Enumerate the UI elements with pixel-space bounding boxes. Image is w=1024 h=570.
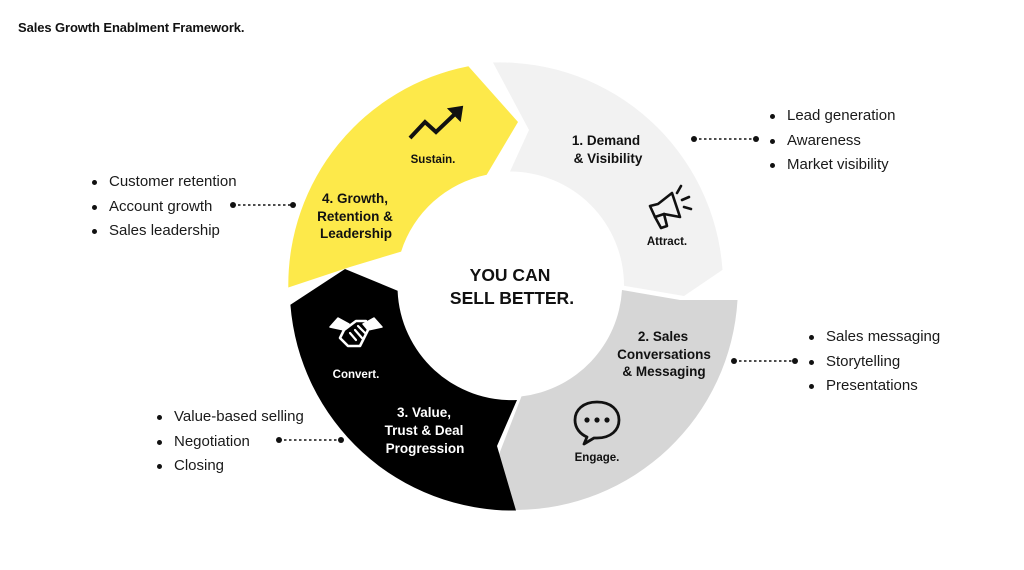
- bullet-list-conversations: Sales messaging Storytelling Presentatio…: [809, 325, 940, 399]
- segment-conversations: [491, 290, 738, 510]
- segment-conversations-label: 2. Sales: [638, 329, 688, 344]
- list-item: Awareness: [770, 129, 895, 154]
- center-text-line1: YOU CAN: [470, 265, 551, 285]
- page-title: Sales Growth Enablment Framework.: [18, 20, 245, 35]
- connector-growth: [230, 202, 296, 208]
- segment-demand-sub-label: Attract.: [647, 236, 687, 248]
- connector-conversations: [731, 358, 798, 364]
- segment-value: [290, 269, 517, 511]
- segment-conversations-label: & Messaging: [622, 364, 705, 379]
- list-item: Closing: [157, 454, 304, 479]
- list-item: Customer retention: [92, 170, 237, 195]
- segment-value-label: 3. Value,: [397, 405, 451, 420]
- list-item: Account growth: [92, 195, 237, 220]
- handshake-icon: [329, 317, 383, 348]
- list-item: Negotiation: [157, 430, 304, 455]
- connector-value: [276, 437, 344, 443]
- connector-demand: [691, 136, 759, 142]
- list-item: Sales leadership: [92, 219, 237, 244]
- bullet-list-value: Value-based selling Negotiation Closing: [157, 405, 304, 479]
- segment-conversations-label: Conversations: [617, 347, 711, 362]
- segment-conversations-sub-label: Engage.: [575, 452, 620, 464]
- segment-value-label: Progression: [386, 441, 465, 456]
- segment-demand: [493, 62, 723, 297]
- center-text-line2: SELL BETTER.: [450, 288, 574, 308]
- list-item: Sales messaging: [809, 325, 940, 350]
- bullet-list-demand: Lead generation Awareness Market visibil…: [770, 104, 895, 178]
- segment-growth-label: 4. Growth,: [322, 191, 388, 206]
- segment-growth-label: Leadership: [320, 226, 392, 241]
- segment-demand-label: 1. Demand: [572, 133, 640, 148]
- list-item: Lead generation: [770, 104, 895, 129]
- list-item: Value-based selling: [157, 405, 304, 430]
- segment-growth: [288, 66, 518, 288]
- megaphone-icon: [648, 184, 693, 230]
- list-item: Storytelling: [809, 350, 940, 375]
- segment-growth-sub-label: Sustain.: [411, 154, 456, 166]
- segment-demand-label: & Visibility: [574, 151, 643, 166]
- bullet-list-growth: Customer retention Account growth Sales …: [92, 170, 237, 244]
- segment-value-label: Trust & Deal: [385, 423, 464, 438]
- segment-value-sub-label: Convert.: [333, 369, 380, 381]
- list-item: Presentations: [809, 374, 940, 399]
- trending-up-icon: [408, 105, 464, 140]
- segment-growth-label: Retention &: [317, 209, 393, 224]
- chat-bubble-icon: [573, 400, 621, 446]
- list-item: Market visibility: [770, 153, 895, 178]
